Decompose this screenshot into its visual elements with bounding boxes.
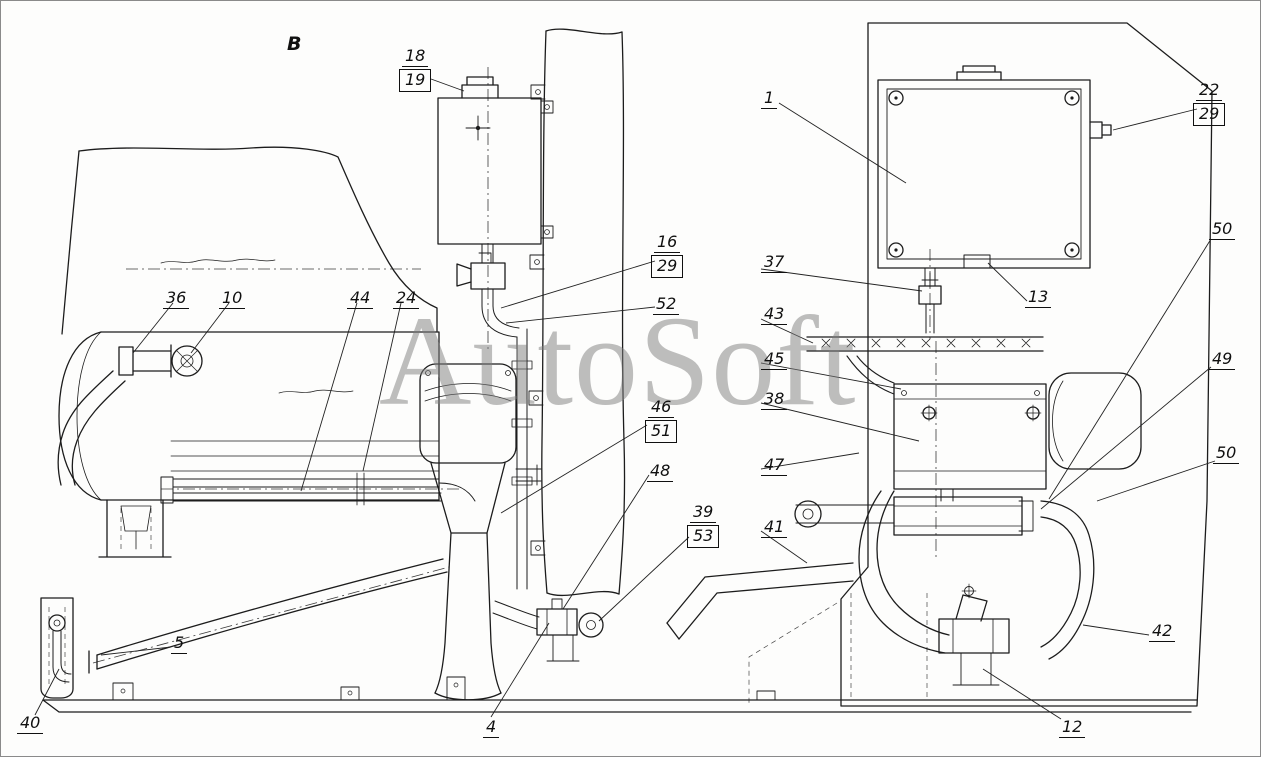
tank-valve-assembly (57, 344, 203, 486)
callout-40: 40 (17, 714, 44, 734)
callout-number-13: 13 (1025, 288, 1052, 308)
callout-number-16: 16 (654, 233, 681, 253)
callout-number-41: 41 (761, 518, 788, 538)
callout-number-50b: 50 (1213, 444, 1240, 464)
tank-pickup-pipes (160, 472, 476, 506)
callout-44: 44 (347, 289, 374, 309)
callout-50-lower: 50 (1213, 444, 1240, 464)
callout-49: 49 (1209, 350, 1236, 370)
hidden-lines (48, 508, 928, 703)
callout-10: 10 (219, 289, 246, 309)
callout-number-19: 19 (399, 69, 432, 92)
callout-1: 1 (761, 89, 778, 109)
callout-number-51: 51 (645, 420, 678, 443)
expansion-tank (437, 76, 554, 264)
callout-number-29a: 29 (1193, 103, 1226, 126)
cab-pillar (528, 28, 626, 597)
callout-number-4: 4 (483, 718, 500, 738)
callout-48: 48 (647, 462, 674, 482)
pillar-pipe (511, 328, 533, 590)
callout-12: 12 (1059, 718, 1086, 738)
callout-47: 47 (761, 456, 788, 476)
right-panel-outline (840, 22, 1213, 707)
callout-number-53: 53 (687, 525, 720, 548)
lower-left-bracket (40, 597, 74, 699)
callout-number-44: 44 (347, 289, 374, 309)
callout-45: 45 (761, 350, 788, 370)
right-hoses (858, 490, 1095, 660)
right-pump (938, 583, 1010, 686)
callout-38: 38 (761, 390, 788, 410)
shutoff-valve (456, 252, 520, 338)
callout-43: 43 (761, 305, 788, 325)
callout-number-1: 1 (761, 89, 778, 109)
radiator (877, 65, 1112, 269)
callout-number-48: 48 (647, 462, 674, 482)
callout-16-29: 16 29 (651, 233, 684, 278)
center-heater (419, 363, 542, 701)
callout-number-38: 38 (761, 390, 788, 410)
callout-number-10: 10 (219, 289, 246, 309)
callout-number-40: 40 (17, 714, 44, 734)
callout-50-upper: 50 (1209, 220, 1236, 240)
callout-number-18: 18 (402, 47, 429, 67)
drain-valve (918, 267, 942, 334)
callout-number-46: 46 (648, 398, 675, 418)
callout-number-42: 42 (1149, 622, 1176, 642)
callout-number-47: 47 (761, 456, 788, 476)
tank-support (98, 499, 172, 558)
centerlines (92, 67, 937, 664)
seam-bar (806, 336, 1044, 352)
callout-18-19: 18 19 (399, 47, 432, 92)
floor-frame (42, 676, 1198, 713)
callout-number-50a: 50 (1209, 220, 1236, 240)
callout-46-51: 46 51 (645, 398, 678, 443)
callout-39-53: 39 53 (687, 503, 720, 548)
center-pump (492, 598, 604, 662)
right-heater (846, 355, 1142, 502)
callout-number-5: 5 (171, 634, 188, 654)
fuel-tank (58, 258, 440, 501)
callout-number-52: 52 (653, 295, 680, 315)
callout-36: 36 (163, 289, 190, 309)
main-linework (40, 22, 1213, 713)
callout-number-43: 43 (761, 305, 788, 325)
callout-13: 13 (1025, 288, 1052, 308)
left-cab-outline (61, 146, 438, 335)
callout-52: 52 (653, 295, 680, 315)
callout-42: 42 (1149, 622, 1176, 642)
callout-number-29b: 29 (651, 255, 684, 278)
callout-number-24: 24 (393, 289, 420, 309)
leader-lines (34, 78, 1216, 720)
long-fuel-pipe (88, 558, 448, 674)
callout-22-29: 22 29 (1193, 81, 1226, 126)
callout-number-39: 39 (690, 503, 717, 523)
callout-41: 41 (761, 518, 788, 538)
callout-number-12: 12 (1059, 718, 1086, 738)
callout-number-45: 45 (761, 350, 788, 370)
heater-manifold (794, 496, 1034, 536)
callout-24: 24 (393, 289, 420, 309)
callout-4: 4 (483, 718, 500, 738)
callout-number-22: 22 (1196, 81, 1223, 101)
air-duct (666, 562, 854, 640)
callout-37: 37 (761, 253, 788, 273)
callout-number-37: 37 (761, 253, 788, 273)
callout-number-36: 36 (163, 289, 190, 309)
callout-5: 5 (171, 634, 188, 654)
view-label: B (287, 33, 302, 55)
callout-number-49: 49 (1209, 350, 1236, 370)
